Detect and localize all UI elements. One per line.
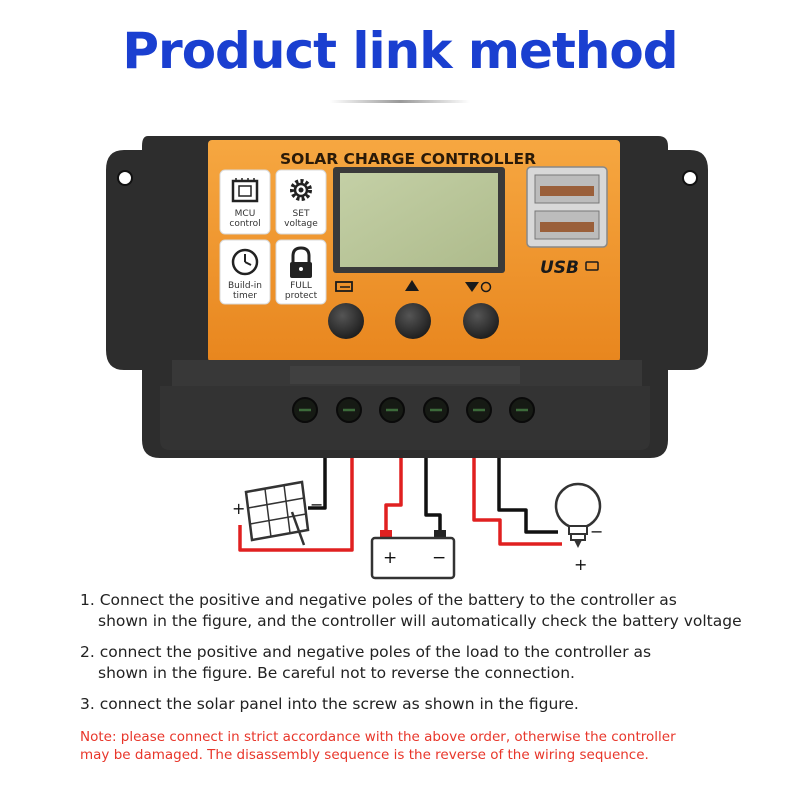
- battery-plus-label: +: [383, 548, 397, 568]
- menu-button[interactable]: [328, 303, 364, 339]
- instruction-list: 1. Connect the positive and negative pol…: [80, 590, 780, 725]
- instruction-line: 1. Connect the positive and negative pol…: [80, 591, 677, 609]
- load-plus-label: +: [574, 555, 587, 574]
- feature-label-line2: voltage: [284, 219, 318, 229]
- feature-label-line1: MCU: [235, 209, 256, 219]
- load-negative-wire: [497, 458, 558, 534]
- load-positive-wire: [472, 458, 562, 546]
- feature-tile-set-voltage: SET voltage: [275, 169, 327, 235]
- instruction-step: 2. connect the positive and negative pol…: [80, 642, 780, 684]
- feature-label-line1: Build-in: [228, 281, 262, 291]
- clock-icon: [231, 248, 259, 276]
- feature-label-line2: control: [229, 219, 260, 229]
- usb-label: USB: [540, 258, 579, 278]
- instruction-step: 1. Connect the positive and negative pol…: [80, 590, 780, 632]
- battery-positive-wire: [384, 458, 403, 530]
- usb-ports: [526, 166, 608, 248]
- terminal-block: [160, 360, 650, 450]
- wires: [238, 458, 562, 552]
- mount-hole: [682, 170, 698, 186]
- solar-negative-wire: [308, 458, 327, 510]
- feature-tile-full-protect: FULL protect: [275, 239, 327, 305]
- controller-name: SOLAR CHARGE CONTROLLER: [280, 150, 536, 168]
- down-button[interactable]: [463, 303, 499, 339]
- lock-icon: [290, 246, 312, 278]
- feature-tile-mcu: MCU control: [219, 169, 271, 235]
- down-arrow-icon: [465, 281, 492, 293]
- instruction-line: shown in the figure, and the controller …: [98, 612, 742, 630]
- instruction-step: 3. connect the solar panel into the scre…: [80, 694, 780, 715]
- feature-tile-timer: Build-in timer: [219, 239, 271, 305]
- instruction-line: 3. connect the solar panel into the scre…: [80, 695, 579, 713]
- feature-label-line2: protect: [285, 291, 318, 301]
- instruction-line: shown in the figure. Be careful not to r…: [98, 664, 575, 682]
- up-arrow-icon: [405, 280, 419, 291]
- gear-icon: [290, 179, 312, 201]
- wiring-diagram: SOLAR CHARGE CONTROLLER MCU control SET …: [106, 136, 708, 580]
- solar-positive-wire: [238, 458, 354, 552]
- feature-label-line1: SET: [293, 209, 310, 219]
- usb-icon: [585, 261, 599, 271]
- up-button[interactable]: [395, 303, 431, 339]
- menu-icon: [335, 281, 353, 292]
- chip-icon: [231, 178, 259, 203]
- page-title: Product link method: [122, 22, 678, 80]
- title-divider: [330, 100, 470, 103]
- instruction-line: 2. connect the positive and negative pol…: [80, 643, 652, 661]
- battery-icon: [370, 530, 456, 580]
- battery-minus-label: −: [432, 548, 446, 568]
- feature-label-line1: FULL: [290, 281, 312, 291]
- lcd-screen: [340, 173, 498, 267]
- solar-plus-label: +: [232, 499, 245, 518]
- terminal-screws: [292, 397, 535, 423]
- light-bulb-icon: [554, 482, 602, 548]
- mount-hole: [117, 170, 133, 186]
- feature-label-line2: timer: [233, 291, 257, 301]
- solar-panel-icon: [244, 480, 310, 546]
- solar-minus-label: −: [310, 495, 323, 514]
- load-minus-label: −: [590, 522, 603, 541]
- warning-note: Note: please connect in strict accordanc…: [80, 729, 676, 763]
- battery-negative-wire: [424, 458, 442, 530]
